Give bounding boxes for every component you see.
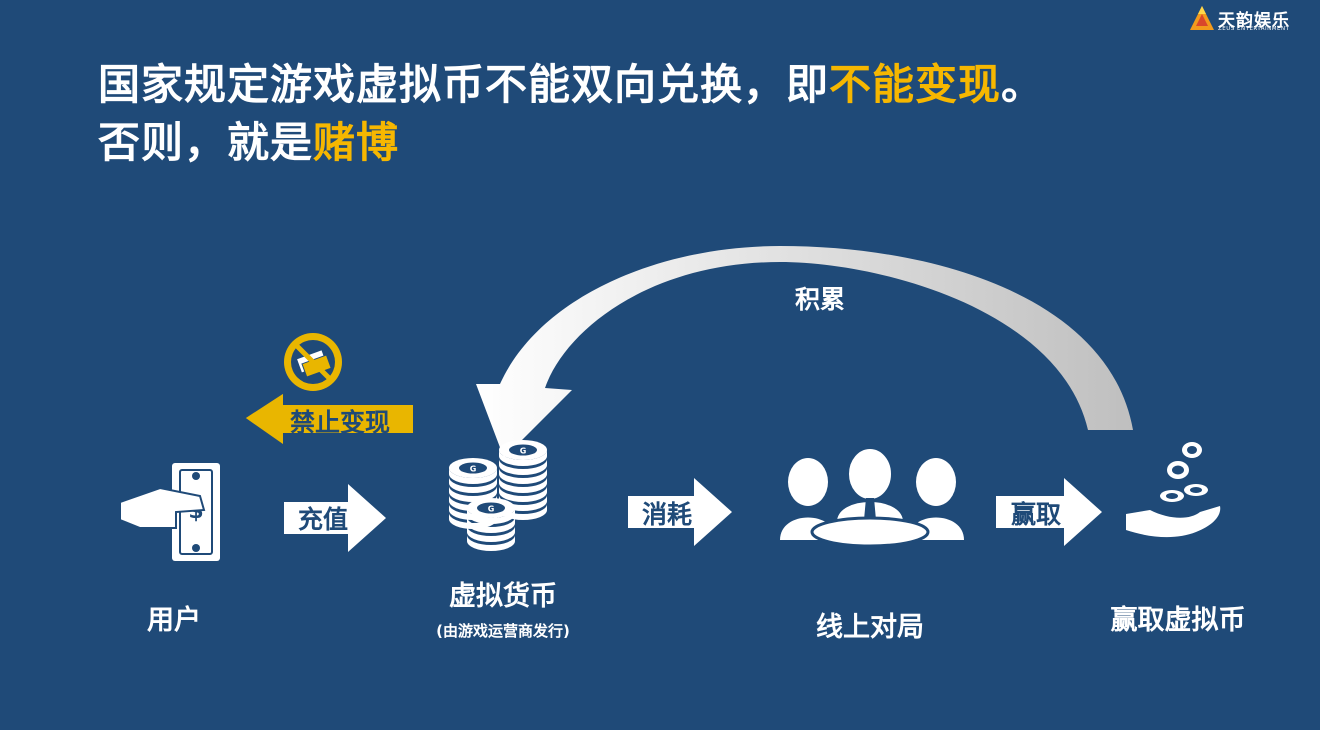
recharge-arrow: 充值 bbox=[284, 484, 386, 552]
headline-line-2-prefix: 否则，就是 bbox=[98, 118, 314, 167]
coin-stacks-icon bbox=[449, 440, 547, 551]
logo-name: 天韵娱乐 bbox=[1218, 11, 1290, 31]
hand-coins-icon bbox=[1126, 442, 1221, 538]
consume-arrow: 消耗 bbox=[628, 478, 732, 546]
headline-line-2-highlight: 赌博 bbox=[313, 118, 400, 167]
user-label: 用户 bbox=[147, 605, 201, 636]
headline-line-2: 否则，就是赌博 bbox=[98, 114, 1044, 172]
virtual-currency-label: 虚拟货币 bbox=[449, 581, 557, 612]
meeting-people-icon bbox=[780, 447, 964, 548]
headline: 国家规定游戏虚拟币不能双向兑换，即不能变现。 否则，就是赌博 bbox=[98, 56, 1044, 172]
win-label: 赢取 bbox=[1011, 500, 1061, 529]
company-logo: 天韵娱乐 ZEUS ENTERTAINMENT bbox=[1188, 4, 1316, 34]
forbidden-cash-out-arrow: 禁止变现 bbox=[242, 390, 415, 448]
online-match-label: 线上对局 bbox=[816, 612, 924, 643]
headline-line-1-highlight: 不能变现 bbox=[829, 60, 1002, 109]
no-money-icon bbox=[284, 333, 342, 391]
win-arrow: 赢取 bbox=[996, 478, 1102, 546]
hand-cash-icon: $ bbox=[119, 463, 220, 561]
headline-line-1: 国家规定游戏虚拟币不能双向兑换，即不能变现。 bbox=[98, 56, 1044, 114]
accumulate-label: 积累 bbox=[795, 285, 845, 314]
logo-tagline: ZEUS ENTERTAINMENT bbox=[1218, 26, 1290, 32]
win-currency-label: 赢取虚拟币 bbox=[1110, 605, 1246, 636]
accumulate-curve-arrow: 积累 bbox=[476, 246, 1133, 458]
forbidden-label: 禁止变现 bbox=[290, 408, 390, 437]
headline-line-1-prefix: 国家规定游戏虚拟币不能双向兑换，即 bbox=[98, 60, 830, 109]
headline-line-1-suffix: 。 bbox=[1001, 60, 1045, 109]
virtual-currency-note: (由游戏运营商发行) bbox=[436, 622, 570, 640]
recharge-label: 充值 bbox=[298, 505, 348, 534]
logo-mark-icon bbox=[1190, 6, 1214, 30]
consume-label: 消耗 bbox=[642, 500, 692, 529]
